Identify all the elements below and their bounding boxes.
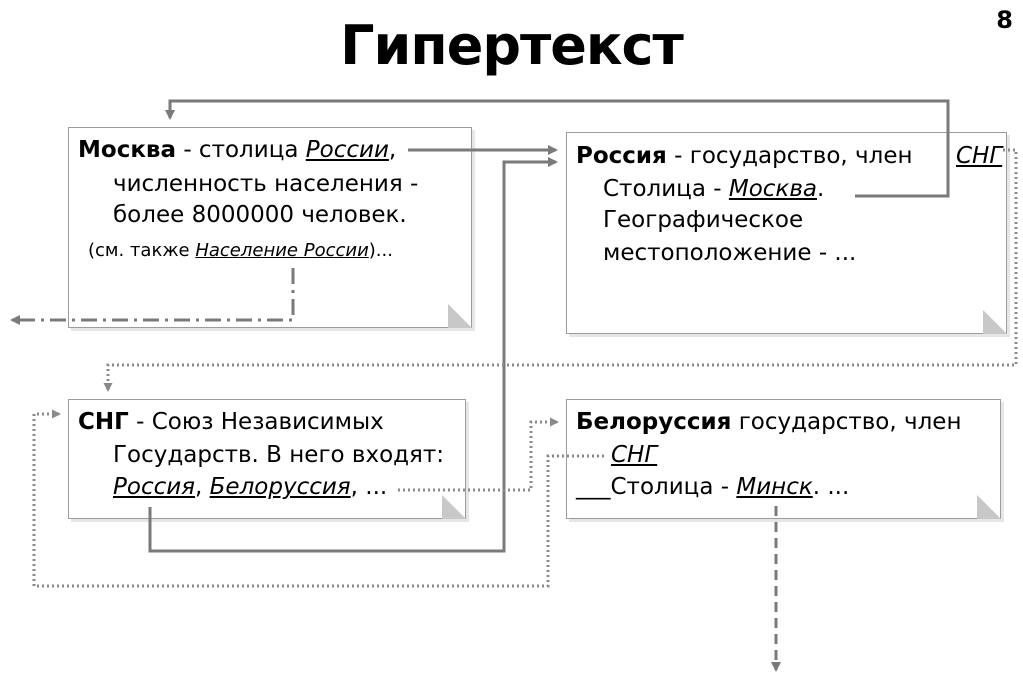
link-naselenie-rossii[interactable]: Население России <box>195 240 369 261</box>
moskva-see-suffix: )... <box>368 240 393 261</box>
moskva-line-3: более 8000000 человек. <box>113 202 407 228</box>
rossiya-heading: Россия <box>576 143 667 169</box>
sng-suffix: , ... <box>350 474 388 500</box>
slide-title: Гипертекст <box>340 14 684 77</box>
moskva-sep: - столица <box>176 137 306 163</box>
card-moskva: Москва - столица России, численность нас… <box>68 127 472 328</box>
sng-line-1: СНГ - Союз Независимых <box>78 408 384 436</box>
card-rossiya: Россия - государство, член СНГ Столица -… <box>566 132 1007 334</box>
sng-comma: , <box>195 474 210 500</box>
page-fold-icon <box>448 304 472 328</box>
belorussiya-line-2: СНГ <box>611 441 657 469</box>
link-sng[interactable]: СНГ <box>956 143 1003 169</box>
link-belorussiya[interactable]: Белоруссия <box>209 474 351 500</box>
page-fold-icon <box>442 495 466 519</box>
link-minsk[interactable]: Минск <box>736 474 813 500</box>
belorussiya-cap-prefix: ___Столица - <box>576 474 737 500</box>
belorussiya-sep: государство, член <box>731 409 962 435</box>
rossiya-sep: - государство, член <box>666 143 913 169</box>
link-rossii[interactable]: России <box>305 137 389 163</box>
link-rossiya[interactable]: Россия <box>113 474 196 500</box>
rossiya-line-3: Географическое <box>603 207 804 233</box>
rossiya-cap-suffix: . <box>816 176 825 202</box>
belorussiya-heading: Белоруссия <box>576 409 732 435</box>
rossiya-cap-prefix: Столица - <box>603 176 729 202</box>
moskva-see-prefix: (см. также <box>88 240 196 261</box>
rossiya-link-sng-wrap: СНГ <box>956 142 1002 170</box>
moskva-line-4: (см. также Население России)... <box>88 237 393 265</box>
sng-line-2: Государств. В него входят: <box>113 442 445 468</box>
page-number: 8 <box>996 6 1013 34</box>
sng-line-3: Россия, Белоруссия, ... <box>113 473 387 501</box>
belorussiya-line-3: ___Столица - Минск. ... <box>576 473 849 501</box>
rossiya-line-1: Россия - государство, член <box>576 142 913 170</box>
belorussiya-line-1: Белоруссия государство, член <box>576 408 961 436</box>
sng-heading: СНГ <box>78 409 129 435</box>
card-belorussiya: Белоруссия государство, член СНГ ___Стол… <box>566 399 1001 519</box>
link-sng-belarus[interactable]: СНГ <box>611 442 658 468</box>
link-moskva[interactable]: Москва <box>728 176 817 202</box>
page-fold-icon <box>977 495 1001 519</box>
sng-sep: - Союз Независимых <box>128 409 384 435</box>
page-fold-icon <box>983 310 1007 334</box>
rossiya-line-2: Столица - Москва. <box>603 175 824 203</box>
moskva-line-2: численность населения - <box>113 171 419 197</box>
moskva-heading: Москва <box>78 137 177 163</box>
card-sng: СНГ - Союз Независимых Государств. В нег… <box>68 399 466 519</box>
belorussiya-cap-suffix: . ... <box>812 474 850 500</box>
moskva-comma: , <box>388 137 397 163</box>
moskva-line-1: Москва - столица России, <box>78 136 396 164</box>
rossiya-line-4: местоположение - ... <box>603 240 857 266</box>
